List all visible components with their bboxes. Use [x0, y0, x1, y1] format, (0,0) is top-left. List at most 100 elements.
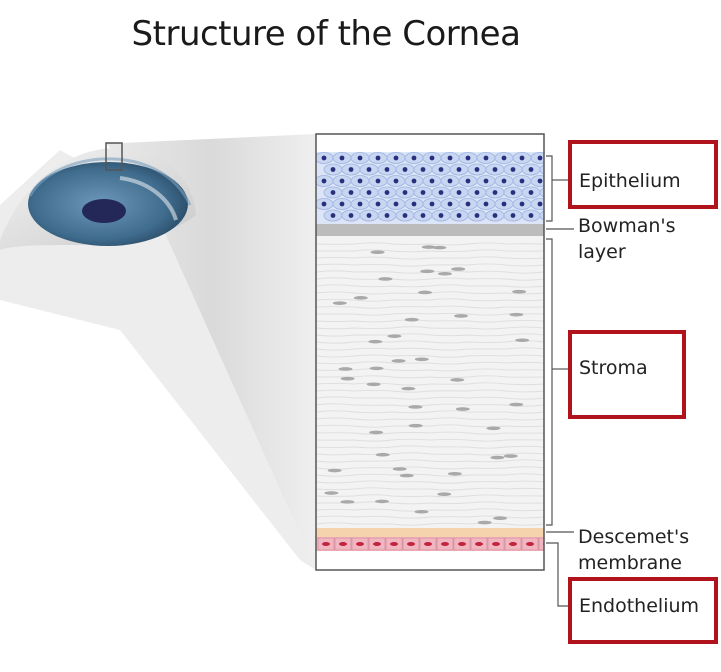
stroma-keratocyte	[414, 357, 429, 362]
epithelium-nucleus	[357, 201, 363, 207]
endothelium-nucleus	[373, 542, 381, 546]
epithelium-nucleus	[547, 213, 552, 218]
stroma-fiber	[316, 487, 544, 491]
epithelium-nucleus	[375, 201, 381, 207]
stroma-keratocyte	[404, 317, 419, 322]
stroma-keratocyte	[477, 520, 492, 525]
stroma-keratocyte	[368, 339, 383, 344]
epithelium-nucleus	[411, 201, 417, 207]
endothelium-cells	[317, 537, 544, 551]
stroma-keratocyte	[447, 471, 462, 476]
stroma-keratocyte	[370, 250, 385, 255]
epithelium-nucleus	[375, 155, 381, 161]
epithelium-nucleus	[483, 155, 489, 161]
epithelium-nucleus	[366, 190, 372, 195]
stroma-fiber	[316, 438, 544, 442]
epithelium-nucleus	[519, 201, 525, 207]
zoom-marker	[105, 142, 123, 171]
stroma-fiber	[316, 515, 544, 519]
epithelium-nucleus	[492, 167, 498, 172]
stroma-fiber	[316, 494, 544, 498]
epithelium-nucleus	[330, 190, 336, 195]
stroma-keratocyte	[408, 423, 423, 428]
stroma-keratocyte	[401, 386, 416, 391]
epithelium-nucleus	[321, 178, 327, 184]
stroma-fiber	[316, 368, 544, 372]
epithelium-nucleus	[402, 213, 408, 218]
stroma-fiber	[316, 256, 544, 260]
stroma-fiber	[316, 347, 544, 351]
stroma-fiber	[316, 389, 544, 393]
stroma-fiber	[316, 270, 544, 274]
epithelium-nucleus	[321, 201, 327, 207]
epithelium-nucleus	[357, 155, 363, 161]
stroma-keratocyte	[391, 359, 406, 363]
highlight-box-stroma	[568, 330, 686, 419]
label-descemets-membrane: Descemet's membrane	[578, 526, 690, 574]
stroma-keratocyte	[454, 314, 469, 318]
stroma-keratocyte	[490, 455, 505, 460]
descemets-membrane-layer	[316, 528, 544, 537]
epithelium-nucleus	[420, 167, 426, 172]
epithelium-nucleus	[447, 155, 453, 161]
zoom-beam-shadow	[0, 150, 316, 570]
stroma-keratocyte	[340, 376, 355, 381]
epithelium-nucleus	[474, 167, 480, 172]
stroma-layer	[316, 236, 544, 528]
epithelium-nucleus	[393, 201, 399, 207]
epithelium-nucleus	[501, 201, 507, 207]
stroma-fiber	[316, 277, 544, 281]
endothelium-nucleus	[390, 542, 398, 546]
epithelium-nucleus	[528, 167, 534, 172]
stroma-keratocyte	[366, 382, 381, 387]
pupil	[82, 199, 126, 223]
epithelium-nucleus	[537, 178, 543, 184]
stroma-fiber	[316, 480, 544, 484]
epithelium-nucleus	[537, 201, 543, 207]
panel-bottom-space	[316, 551, 544, 570]
stroma-keratocyte	[512, 289, 527, 294]
stroma-keratocytes	[324, 245, 530, 525]
stroma-keratocyte	[451, 267, 466, 271]
stroma-keratocyte	[450, 378, 465, 382]
epithelium-nucleus	[429, 201, 435, 207]
highlight-box-epithelium	[568, 140, 718, 209]
stroma-fiber	[316, 452, 544, 456]
stroma-fiber	[316, 263, 544, 267]
epithelium-nucleus	[510, 213, 516, 218]
cornea-surface	[28, 157, 192, 206]
stroma-keratocyte	[455, 407, 470, 411]
stroma-fiber	[316, 410, 544, 414]
label-endothelium: Endothelium	[579, 595, 700, 617]
stroma-keratocyte	[378, 277, 393, 281]
epithelium-nucleus	[357, 178, 363, 184]
stroma-keratocyte	[437, 492, 452, 496]
epithelium-nucleus	[402, 190, 408, 195]
stroma-keratocyte	[324, 491, 339, 495]
stroma-fiber	[316, 284, 544, 288]
epithelium-nucleus	[474, 190, 480, 195]
epithelium-nucleus	[339, 155, 345, 161]
epithelium-nucleus	[402, 167, 408, 172]
stroma-fiber	[316, 333, 544, 337]
stroma-fiber	[316, 291, 544, 295]
endothelium-cell	[538, 537, 544, 551]
epithelium-cell	[539, 187, 544, 198]
epithelium-cell	[539, 210, 544, 221]
epithelium-nucleus	[492, 190, 498, 195]
stroma-keratocyte	[327, 468, 342, 473]
epithelium-nucleus	[384, 213, 390, 218]
epithelium-nucleus	[420, 190, 426, 195]
epithelium-nucleus	[348, 190, 354, 195]
epithelium-nucleus	[492, 213, 498, 218]
epithelium-nucleus	[438, 167, 444, 172]
epithelium-nucleus	[420, 213, 426, 218]
epithelium-nucleus	[393, 155, 399, 161]
epithelium-cells	[316, 152, 552, 222]
label-epithelium: Epithelium	[579, 170, 681, 192]
epithelium-nucleus	[393, 178, 399, 184]
stroma-fiber	[316, 312, 544, 316]
stroma-keratocyte	[414, 509, 429, 514]
stroma-keratocyte	[420, 269, 435, 274]
